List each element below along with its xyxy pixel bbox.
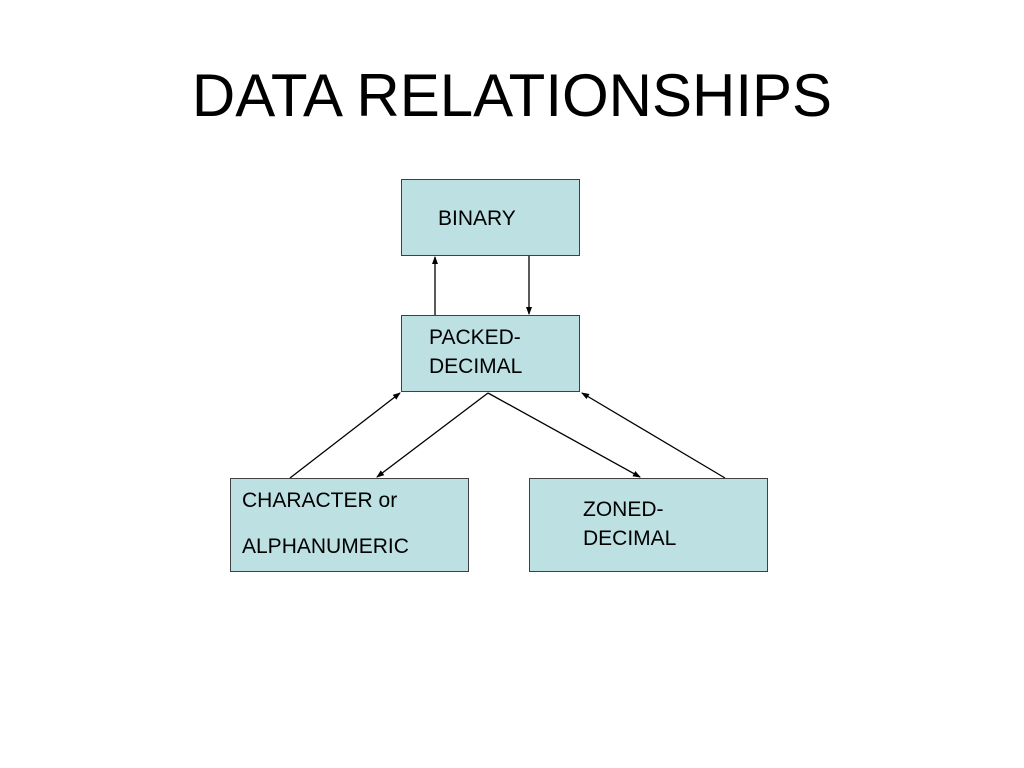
node-binary: BINARY: [401, 179, 580, 256]
node-packed-decimal: PACKED- DECIMAL: [401, 315, 580, 392]
node-packed-decimal-label: PACKED- DECIMAL: [429, 323, 522, 381]
edge-zoned-to-packed: [581, 392, 726, 479]
page-title: DATA RELATIONSHIPS: [191, 62, 833, 129]
node-zoned-decimal-line-1: ZONED-: [583, 498, 664, 521]
edge-packed-to-zoned: [487, 392, 641, 478]
node-character-line-1: CHARACTER or: [242, 489, 398, 512]
node-packed-decimal-line-2: DECIMAL: [429, 355, 523, 378]
node-binary-label: BINARY: [438, 204, 516, 233]
node-zoned-decimal-line-2: DECIMAL: [583, 527, 677, 550]
edge-character-to-packed: [289, 392, 401, 479]
node-packed-decimal-line-1: PACKED-: [429, 326, 521, 349]
node-character: CHARACTER or ALPHANUMERIC: [230, 478, 469, 572]
node-zoned-decimal: ZONED- DECIMAL: [529, 478, 768, 572]
node-zoned-decimal-label: ZONED- DECIMAL: [583, 495, 676, 553]
node-character-label: CHARACTER or ALPHANUMERIC: [242, 486, 409, 561]
node-character-line-2: ALPHANUMERIC: [242, 535, 409, 558]
node-binary-line-1: BINARY: [438, 207, 516, 230]
edge-packed-to-character: [376, 392, 489, 478]
